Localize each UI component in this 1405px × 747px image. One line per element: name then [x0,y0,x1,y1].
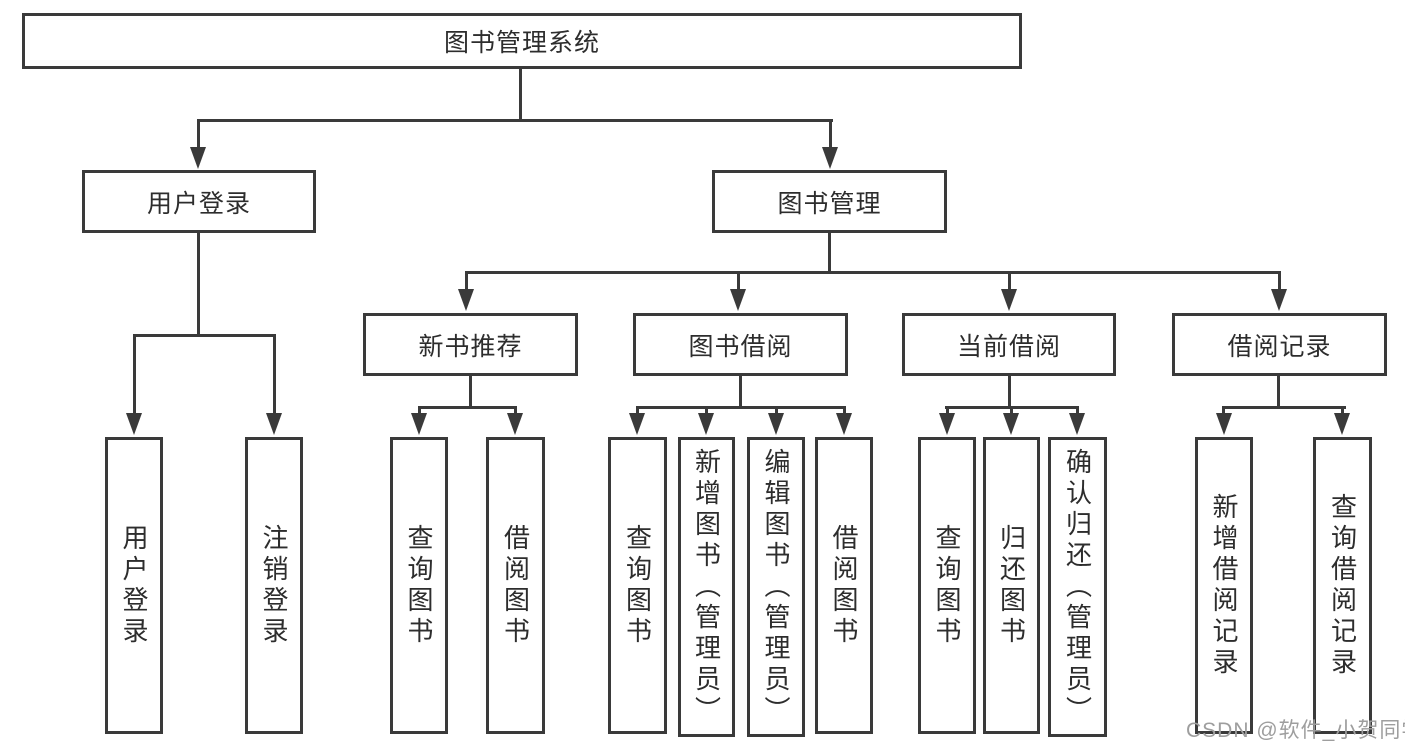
edge-line [1341,406,1344,416]
edge-line [1222,406,1346,409]
leaf-records-query-record: 查询借阅记录 [1313,437,1372,734]
leaf-recommend-borrow-books: 借阅图书 [486,437,545,734]
edge-line [418,406,421,416]
node-label: 当前借阅 [956,332,1061,361]
arrow-down-icon [698,413,714,435]
node-label: 用户登录 [146,189,251,218]
leaf-borrow-borrow-books: 借阅图书 [815,437,873,734]
arrow-down-icon [1334,413,1350,435]
leaf-borrow-query-books: 查询图书 [608,437,667,734]
arrow-down-icon [1216,413,1232,435]
leaf-label: 归还图书 [996,523,1027,648]
leaf-label: 注销登录 [259,523,289,648]
node-user-login: 用户登录 [82,170,316,233]
leaf-label: 查询图书 [622,523,653,648]
edge-line [636,406,846,409]
edge-line [739,376,742,409]
edge-line [519,69,522,122]
edge-line [737,271,740,291]
edge-line [469,376,472,409]
node-current-borrowing: 当前借阅 [902,313,1116,376]
node-book-management: 图书管理 [712,170,947,233]
arrow-down-icon [458,289,474,311]
leaf-borrow-add-books-admin: 新增图书（管理员） [678,437,735,737]
edge-line [418,406,517,409]
edge-line [133,334,276,337]
leaf-records-add-record: 新增借阅记录 [1195,437,1253,734]
edge-line [133,334,136,415]
leaf-current-return-books: 归还图书 [983,437,1040,734]
edge-line [843,406,846,416]
node-new-book-recommendation: 新书推荐 [363,313,578,376]
arrow-down-icon [1003,413,1019,435]
arrow-down-icon [1069,413,1085,435]
leaf-current-query-books: 查询图书 [918,437,976,734]
leaf-label: 查询借阅记录 [1327,492,1358,679]
arrow-down-icon [507,413,523,435]
leaf-logout: 注销登录 [245,437,303,734]
arrow-down-icon [266,413,282,435]
leaf-label: 查询图书 [404,523,434,648]
leaf-label: 用户登录 [119,523,149,648]
arrow-down-icon [939,413,955,435]
edge-line [1277,376,1280,409]
edge-line [828,233,831,274]
edge-line [1008,271,1011,291]
arrow-down-icon [822,147,838,169]
arrow-down-icon [411,413,427,435]
edge-line [775,406,778,416]
arrow-down-icon [1001,289,1017,311]
leaf-label: 借阅图书 [500,523,531,648]
watermark: CSDN @软件_小贺同学 [1186,719,1405,742]
edge-line [197,119,833,122]
leaf-current-confirm-return-admin: 确认归还（管理员） [1048,437,1107,737]
arrow-down-icon [836,413,852,435]
leaf-label: 编辑图书（管理员） [761,447,791,727]
edge-line [705,406,708,416]
node-label: 图书借阅 [688,332,793,361]
leaf-borrow-edit-books-admin: 编辑图书（管理员） [747,437,805,737]
edge-line [197,119,200,150]
edge-line [465,271,468,291]
leaf-user-login: 用户登录 [105,437,163,734]
edge-line [465,271,1281,274]
edge-line [1008,376,1011,409]
node-library-system: 图书管理系统 [22,13,1022,69]
node-label: 图书管理系统 [443,29,600,57]
arrow-down-icon [126,413,142,435]
leaf-label: 新增借阅记录 [1209,492,1239,679]
arrow-down-icon [730,289,746,311]
edge-line [946,406,949,416]
node-label: 图书管理 [777,189,882,218]
edge-line [197,233,200,337]
leaf-label: 借阅图书 [829,523,859,648]
edge-line [514,406,517,416]
leaf-label: 新增图书（管理员） [691,447,722,727]
node-label: 借阅记录 [1227,332,1332,361]
node-label: 新书推荐 [418,332,523,361]
edge-line [1076,406,1079,416]
leaf-label: 查询图书 [932,523,962,648]
edge-line [1278,271,1281,291]
edge-line [1222,406,1225,416]
node-borrowing-records: 借阅记录 [1172,313,1387,376]
arrow-down-icon [629,413,645,435]
edge-line [829,119,832,150]
node-book-borrowing: 图书借阅 [633,313,848,376]
arrow-down-icon [1271,289,1287,311]
arrow-down-icon [190,147,206,169]
leaf-recommend-query-books: 查询图书 [390,437,448,734]
edge-line [636,406,639,416]
edge-line [1010,406,1013,416]
edge-line [273,334,276,415]
arrow-down-icon [768,413,784,435]
leaf-label: 确认归还（管理员） [1062,447,1093,727]
